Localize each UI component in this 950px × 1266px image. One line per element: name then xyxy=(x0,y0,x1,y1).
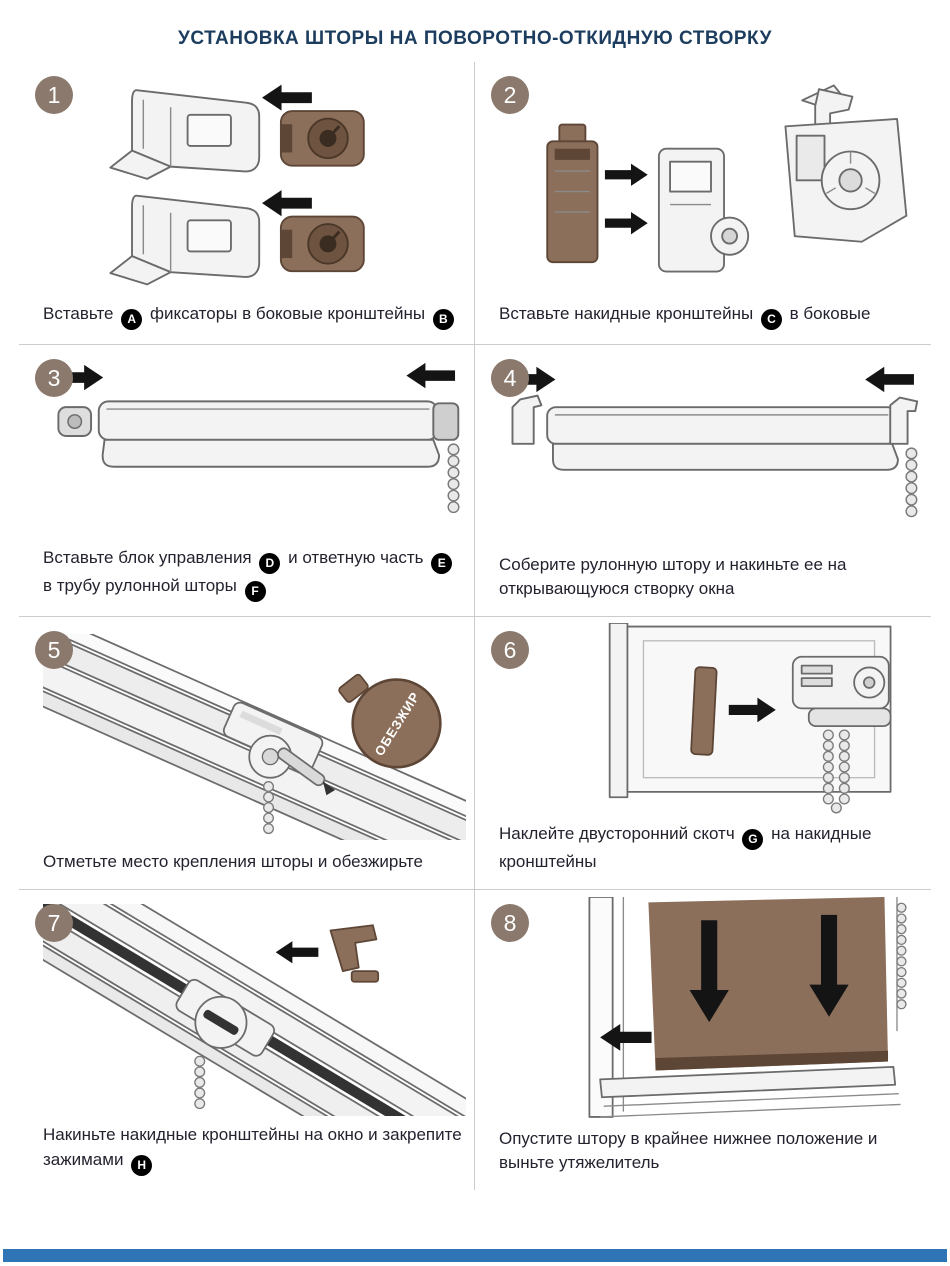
step-2-illustration xyxy=(499,68,923,302)
arrow-right-icon xyxy=(54,365,104,391)
arrow-right-icon xyxy=(604,211,648,235)
arrow-left-icon xyxy=(600,1024,652,1052)
page-title: УСТАНОВКА ШТОРЫ НА ПОВОРОТНО-ОТКИДНУЮ СТ… xyxy=(178,28,772,49)
footer-accent-bar xyxy=(3,1249,947,1262)
fabric-edge xyxy=(101,439,441,469)
roller-tube xyxy=(97,400,439,442)
step-7-illustration xyxy=(43,896,466,1123)
double-sided-tape xyxy=(690,665,718,756)
letter-badge-B: B xyxy=(432,309,454,330)
left-bracket xyxy=(511,394,543,445)
step-2: 2 xyxy=(475,62,931,345)
weight-bar xyxy=(599,1066,897,1099)
end-cap-part xyxy=(57,406,93,438)
tape-application-drawing xyxy=(608,623,892,814)
step-3-illustration xyxy=(43,351,466,546)
arrow-left-icon xyxy=(262,190,312,217)
marker-pen xyxy=(277,747,326,786)
step-6: 6 xyxy=(475,617,931,890)
arrow-right-icon xyxy=(506,366,556,393)
window-frame-diagonal xyxy=(43,903,466,1116)
degreaser-bottle: ОБЕЗЖИР xyxy=(338,673,442,769)
letter-badge-A: A xyxy=(121,309,143,330)
step-3: 3 xyxy=(19,345,475,617)
hook-brackets-drawing xyxy=(546,84,908,273)
bead-chain xyxy=(822,729,850,814)
side-bracket-top xyxy=(109,89,261,180)
arrow-left-icon xyxy=(865,366,914,393)
letter-badge-E: E xyxy=(431,552,453,574)
letter-badge-D: D xyxy=(259,552,281,574)
bead-chain xyxy=(194,1055,206,1109)
step-7-caption: Накиньте накидные кронштейны на окно и з… xyxy=(43,1123,466,1176)
step-1-number-badge: 1 xyxy=(35,76,73,114)
letter-badge-C: C xyxy=(760,309,782,330)
step-8-caption: Опустите штору в крайнее нижнее положени… xyxy=(499,1128,878,1173)
step-8: 8 xyxy=(475,890,931,1190)
blind-fabric xyxy=(648,897,889,1071)
steps-grid: 1 xyxy=(19,62,931,1190)
hook-bracket-assembly xyxy=(791,655,892,727)
step-1-caption: Вставьте A фиксаторы в боковые кронштейн… xyxy=(43,302,466,330)
step-4-caption: Соберите рулонную штору и накиньте ее на… xyxy=(499,554,847,599)
step-4-number-badge: 4 xyxy=(491,359,529,397)
arrow-right-icon xyxy=(604,163,648,186)
step-2-number-badge: 2 xyxy=(491,76,529,114)
step-3-number-badge: 3 xyxy=(35,359,73,397)
assembled-blind-drawing xyxy=(506,366,919,518)
marker-tip xyxy=(322,780,336,795)
arrow-left-icon xyxy=(406,363,456,389)
right-bracket xyxy=(889,396,919,445)
side-bracket-bottom xyxy=(109,194,261,286)
bead-chain xyxy=(896,902,907,1010)
step-4: 4 Соберите рулонную штор xyxy=(475,345,931,617)
assembled-bracket xyxy=(784,84,908,243)
step-8-illustration xyxy=(499,896,923,1127)
marking-and-degreasing-drawing: ОБЕЗЖИР xyxy=(43,633,466,840)
bead-chain xyxy=(263,780,275,834)
step-4-illustration xyxy=(499,351,923,553)
roller-tube xyxy=(546,406,897,445)
letter-badge-G: G xyxy=(742,829,764,851)
step-5-illustration: ОБЕЗЖИР xyxy=(43,623,466,850)
step-6-caption: Наклейте двусторонний скотч G на накидны… xyxy=(499,824,872,872)
arrow-down-icon xyxy=(689,920,729,1023)
step-5-number-badge: 5 xyxy=(35,631,73,669)
fabric-edge xyxy=(552,442,899,471)
arrow-left-icon xyxy=(262,84,312,111)
step-2-caption: Вставьте накидные кронштейны C в боковые xyxy=(499,302,923,330)
fixator-top xyxy=(279,109,365,167)
fabric-bottom-edge xyxy=(655,1051,889,1071)
step-6-number-badge: 6 xyxy=(491,631,529,669)
side-bracket-plate xyxy=(657,147,750,273)
step-3-caption: Вставьте блок управления D и ответную ча… xyxy=(43,546,466,602)
bead-chain xyxy=(447,443,460,514)
control-unit xyxy=(432,402,460,442)
letter-badge-H: H xyxy=(131,1155,153,1176)
step-8-number-badge: 8 xyxy=(491,904,529,942)
step-7-number-badge: 7 xyxy=(35,904,73,942)
step-1: 1 xyxy=(19,62,475,345)
step-5: 5 xyxy=(19,617,475,890)
bead-chain xyxy=(905,447,918,518)
clamp-part xyxy=(329,923,380,983)
step-7: 7 xyxy=(19,890,475,1190)
brackets-and-fixators-drawing xyxy=(109,84,365,286)
roller-tube-drawing xyxy=(54,363,460,514)
hook-bracket-brown xyxy=(546,123,599,264)
frame-edge xyxy=(608,623,629,798)
lowered-blind-drawing xyxy=(588,897,907,1119)
step-6-illustration xyxy=(499,623,923,822)
arrow-left-icon xyxy=(275,940,319,963)
letter-badge-F: F xyxy=(244,581,266,602)
step-5-caption: Отметьте место крепления шторы и обезжир… xyxy=(43,852,423,872)
arrow-down-icon xyxy=(809,915,849,1018)
step-1-illustration xyxy=(43,68,466,302)
arrow-right-icon xyxy=(728,697,776,722)
clamp-fixing-drawing xyxy=(43,903,466,1116)
fixator-bottom xyxy=(279,215,365,273)
